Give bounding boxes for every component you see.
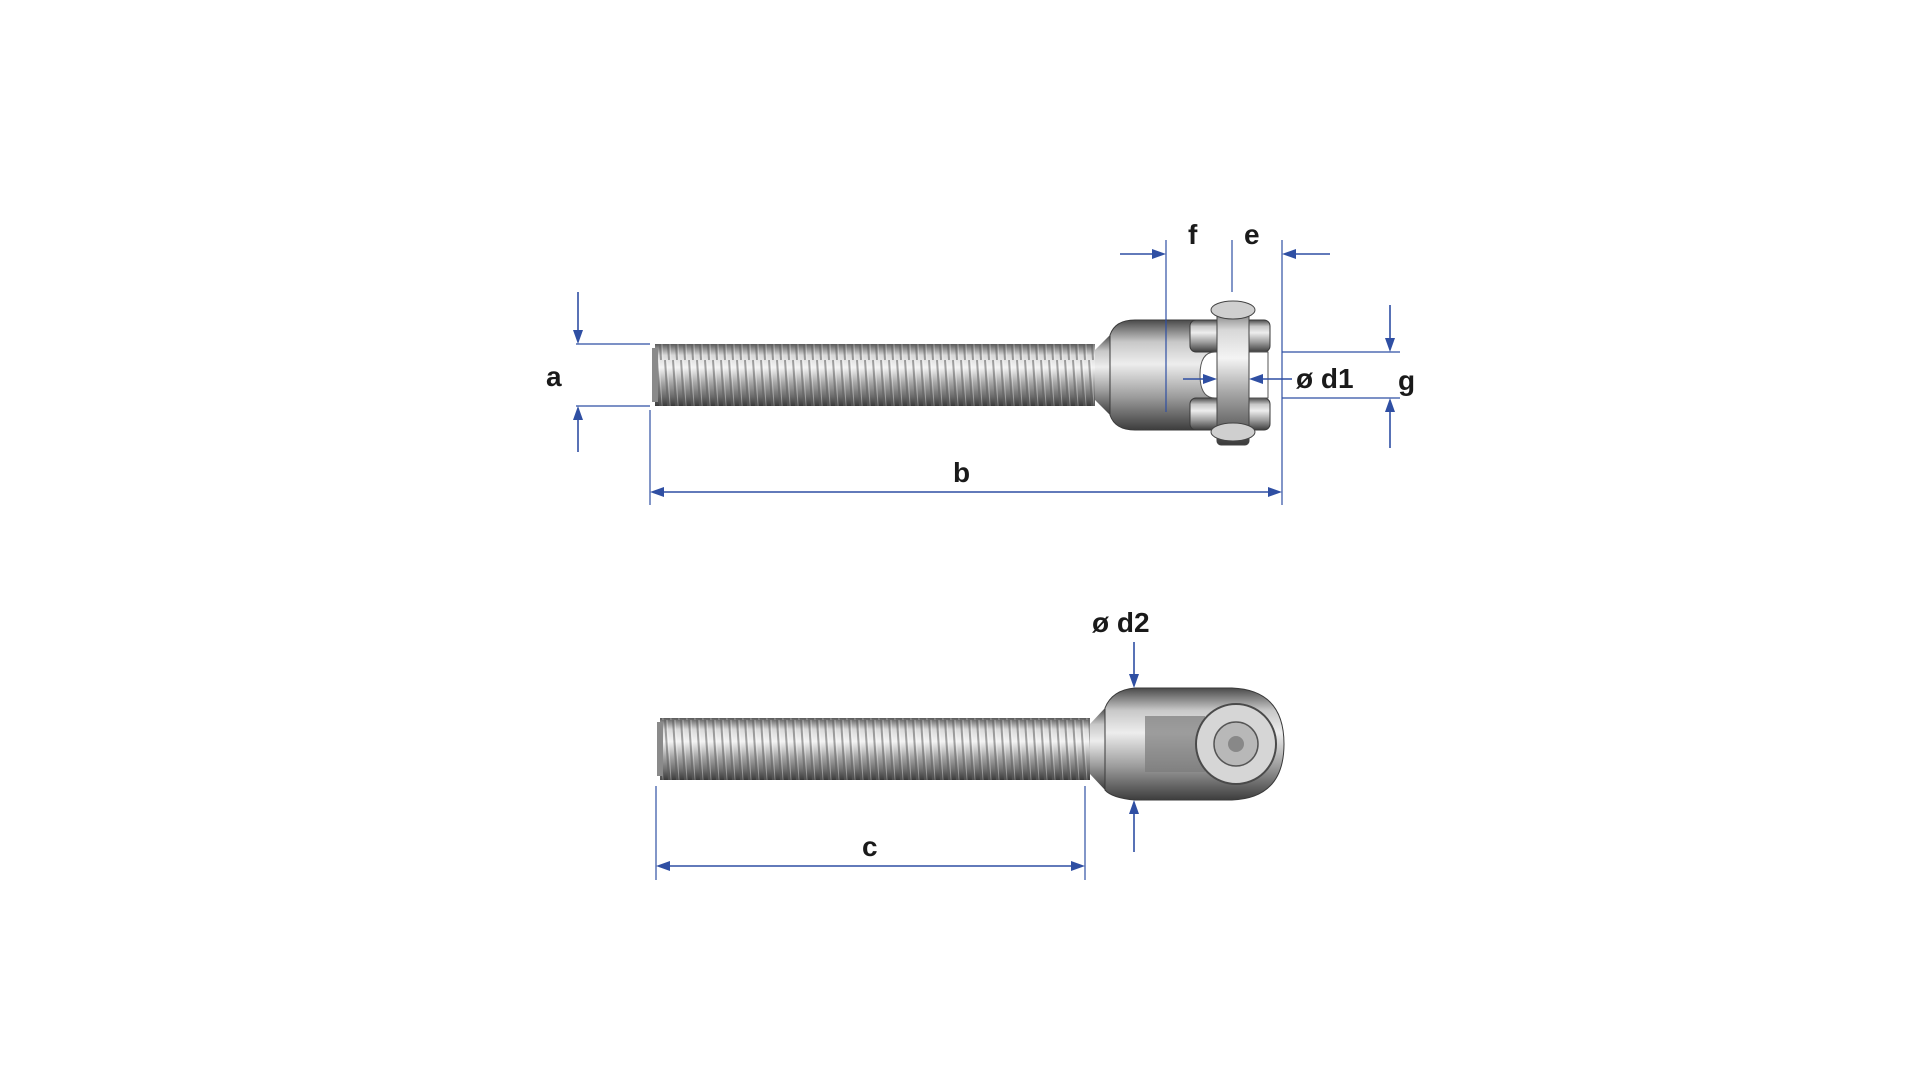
label-d1: ø d1 — [1296, 363, 1354, 394]
label-c: c — [862, 831, 878, 862]
label-f: f — [1188, 219, 1198, 250]
label-g: g — [1398, 365, 1415, 396]
fork-neck — [1095, 335, 1110, 415]
dimension-lines-top — [573, 240, 1400, 505]
fork-terminal-side-view — [652, 300, 1271, 446]
pin-head-bottom — [1210, 422, 1256, 442]
label-e: e — [1244, 219, 1260, 250]
label-d2: ø d2 — [1092, 607, 1150, 638]
dimension-lines-bottom — [655, 642, 1139, 880]
label-a: a — [546, 361, 562, 392]
pin-head-top — [1210, 300, 1256, 320]
fork-terminal-top-view — [657, 687, 1285, 801]
label-b: b — [953, 457, 970, 488]
fork-neck-lower — [1090, 708, 1105, 790]
